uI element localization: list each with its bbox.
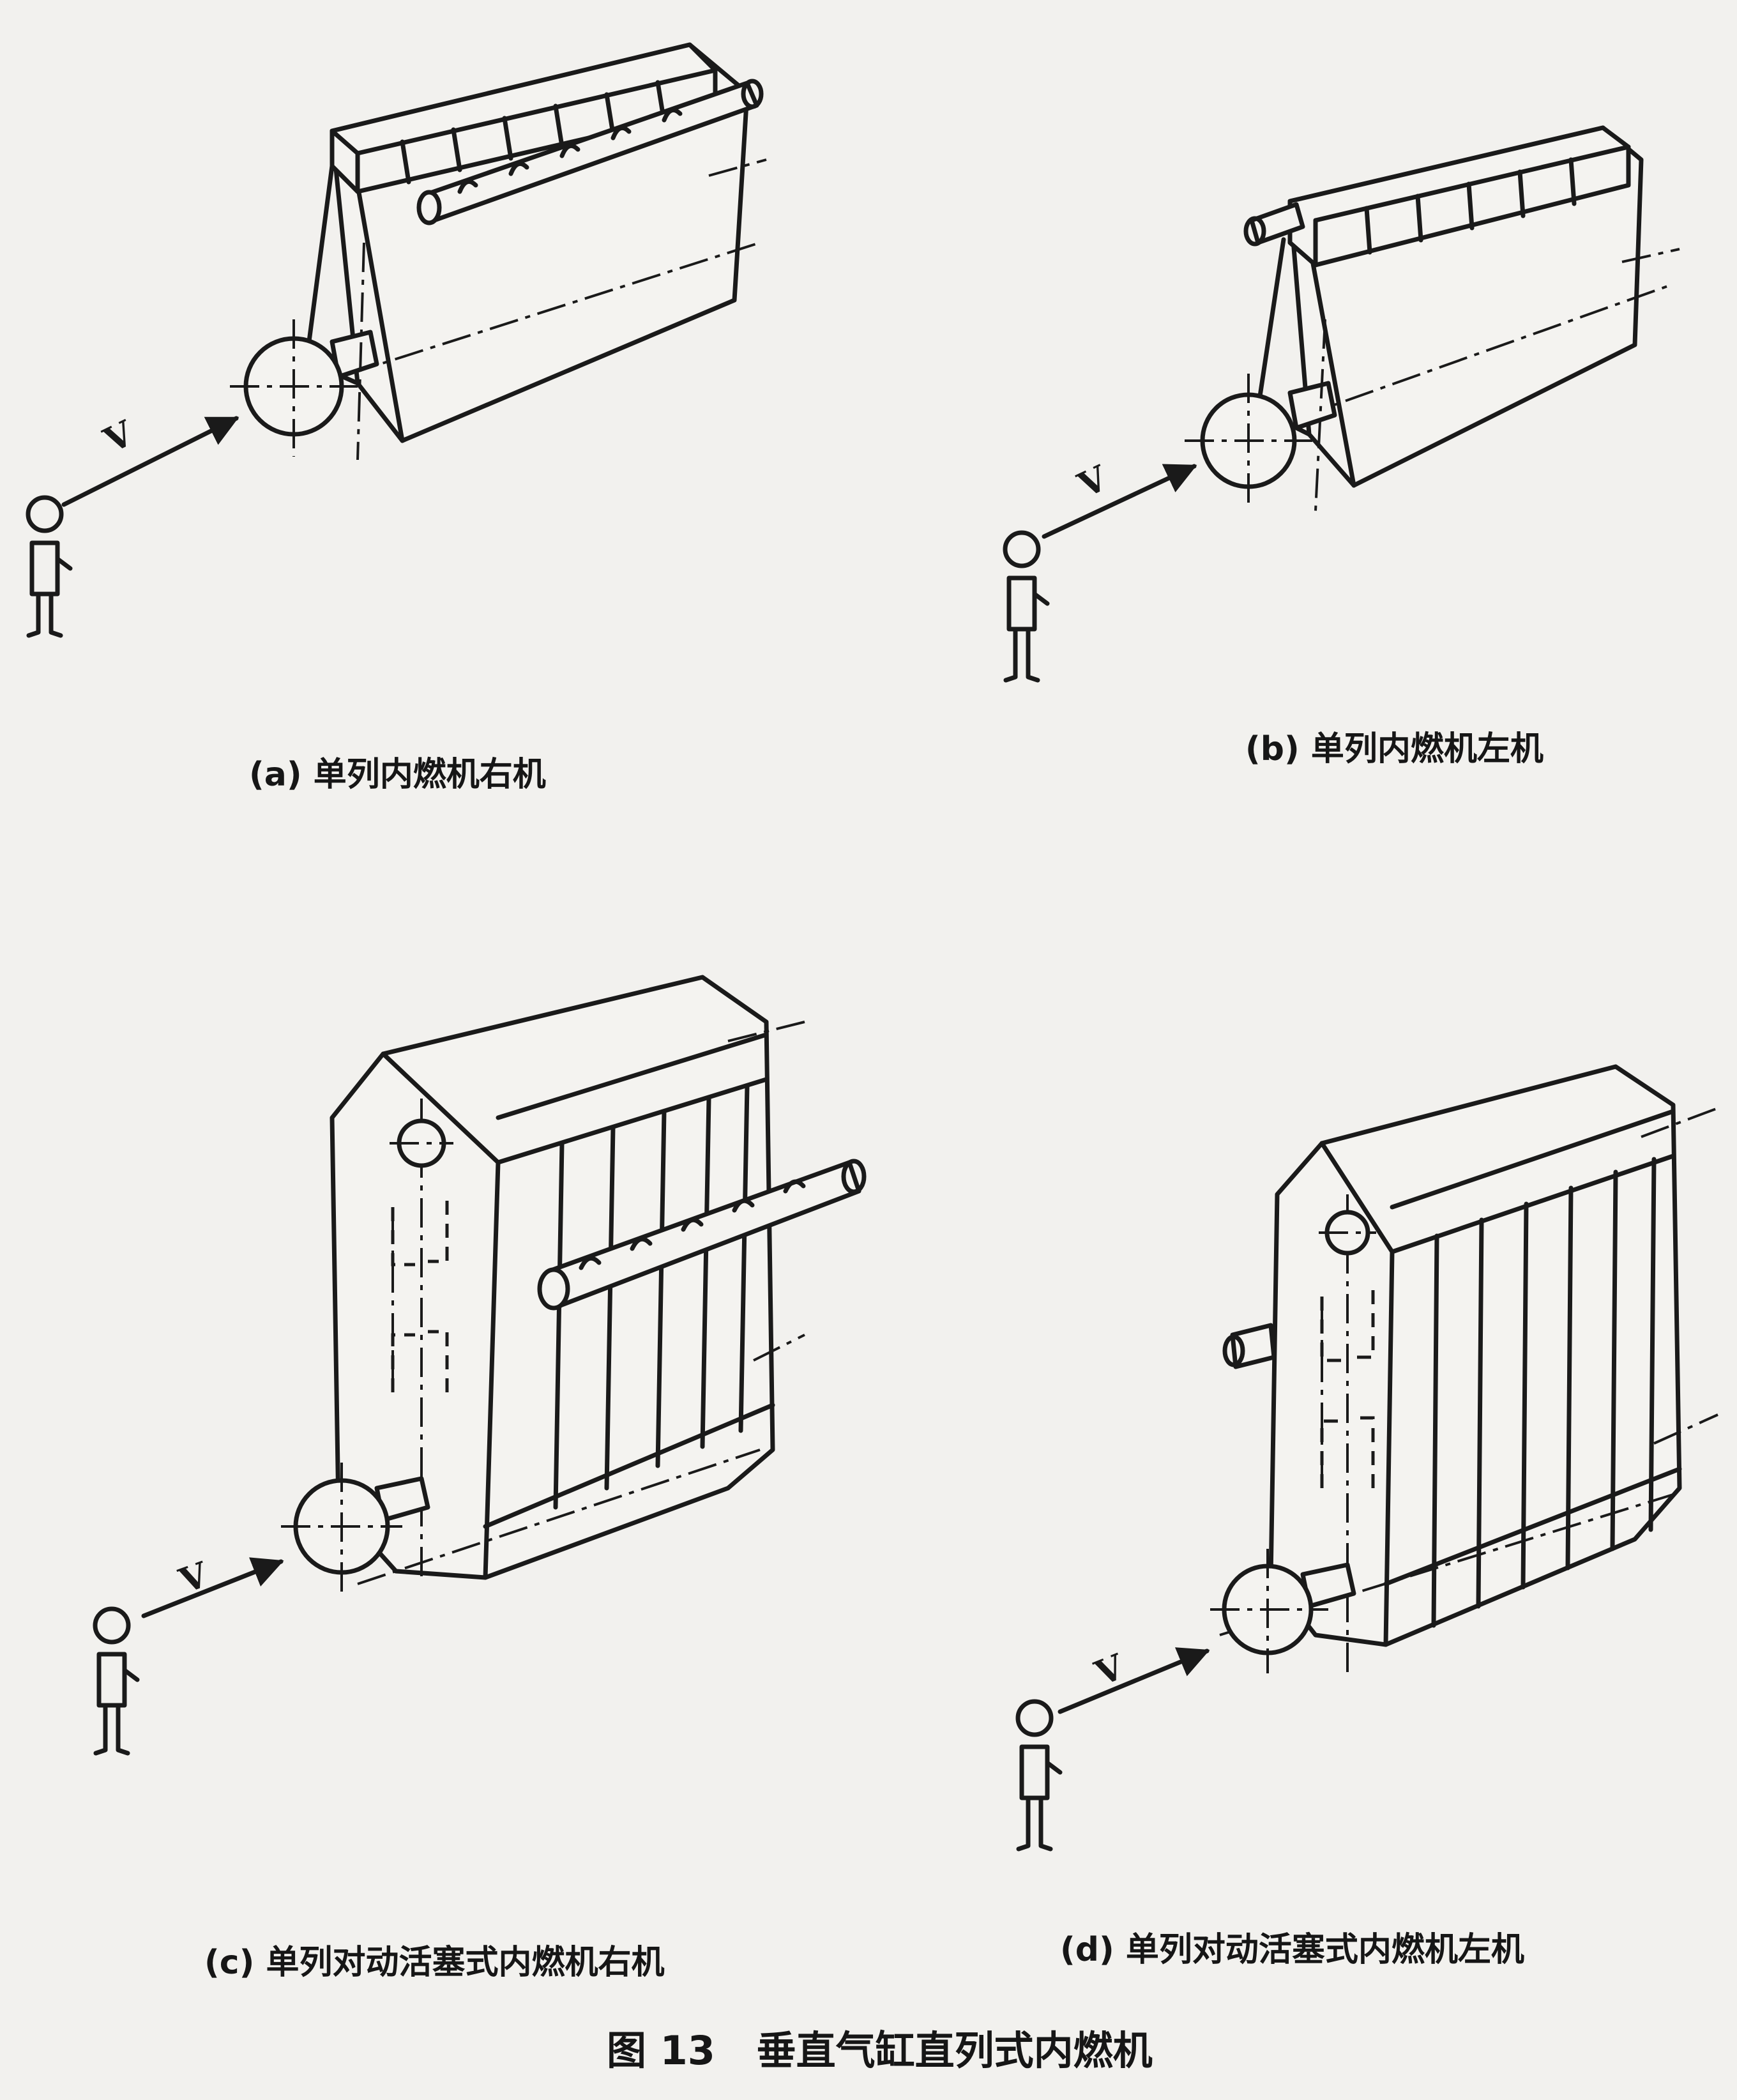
panel-c-cylinder-ribs — [553, 1083, 750, 1510]
panel-d-caption: (d) 单列对动活塞式内燃机左机 — [1060, 1931, 1524, 1969]
panel-c-v-label: V — [174, 1553, 214, 1601]
panel-b-observer — [1003, 530, 1050, 683]
panel-c-piston-dashes — [391, 1201, 449, 1392]
panel-d-cylinder-ribs — [1431, 1157, 1657, 1628]
panel-d-observer — [1015, 1699, 1063, 1852]
panel-c-manifold-pipe — [537, 1159, 867, 1311]
panel-a-manifold-pipe — [416, 79, 764, 225]
panel-a-engine: V — [26, 42, 767, 638]
panel-a-v-label: V — [97, 412, 140, 461]
figure-caption: 图 13 垂直气缸直列式内燃机 — [607, 2027, 1153, 2074]
panel-c-observer — [93, 1606, 140, 1756]
panel-c-flywheel — [281, 1463, 402, 1594]
panel-b-cylinder-heads — [1364, 157, 1577, 255]
panel-a-flywheel — [230, 319, 358, 457]
panel-b-caption: (b) 单列内燃机左机 — [1245, 730, 1544, 768]
panel-d-flywheel — [1210, 1549, 1328, 1673]
panel-c-engine: V — [93, 975, 867, 1756]
panel-d-engine: V — [1015, 1064, 1718, 1852]
panel-d-piston-dashes — [1320, 1290, 1375, 1488]
panel-a-caption: (a) 单列内燃机右机 — [249, 756, 546, 794]
panel-a-observer — [26, 495, 73, 638]
panel-b-engine: V — [1003, 125, 1680, 683]
panel-c-caption: (c) 单列对动活塞式内燃机右机 — [204, 1944, 665, 1982]
panel-b-v-label: V — [1072, 457, 1114, 506]
panel-b-flywheel — [1185, 374, 1312, 508]
